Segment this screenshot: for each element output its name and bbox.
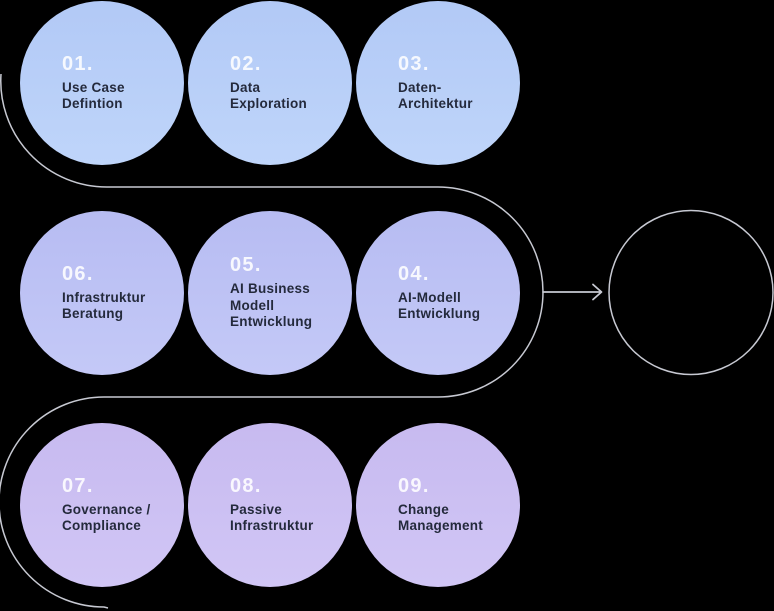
arrow-right-icon	[542, 283, 603, 301]
step-number: 05.	[230, 254, 262, 277]
step-circle-05: 05. AI Business Modell Entwicklung	[188, 211, 352, 375]
step-label: Governance / Compliance	[62, 501, 151, 534]
step-circle-01: 01. Use Case Defintion	[20, 1, 184, 165]
step-number: 03.	[398, 52, 430, 75]
step-circle-02: 02. Data Exploration	[188, 1, 352, 165]
step-number: 01.	[62, 52, 94, 75]
step-circle-07: 07. Governance / Compliance	[20, 423, 184, 587]
step-label: Infrastruktur Beratung	[62, 289, 146, 322]
step-label: AI-Modell Entwicklung	[398, 289, 481, 322]
step-circle-06: 06. Infrastruktur Beratung	[20, 211, 184, 375]
step-circle-09: 09. Change Management	[356, 423, 520, 587]
step-label: Data Exploration	[230, 79, 308, 112]
step-number: 02.	[230, 52, 262, 75]
flow-path	[0, 73, 544, 609]
step-number: 08.	[230, 474, 262, 497]
step-number: 09.	[398, 474, 430, 497]
step-label: Daten- Architektur	[398, 79, 473, 112]
step-label: Change Management	[398, 501, 484, 534]
step-number: 07.	[62, 474, 94, 497]
step-circle-03: 03. Daten- Architektur	[356, 1, 520, 165]
step-circle-04: 04. AI-Modell Entwicklung	[356, 211, 520, 375]
step-label: Passive Infrastruktur	[230, 501, 314, 534]
step-number: 04.	[398, 262, 430, 285]
step-label: Use Case Defintion	[62, 79, 125, 112]
step-label: AI Business Modell Entwicklung	[230, 281, 313, 330]
result-circle-outline	[608, 209, 774, 376]
step-number: 06.	[62, 262, 94, 285]
step-circle-08: 08. Passive Infrastruktur	[188, 423, 352, 587]
